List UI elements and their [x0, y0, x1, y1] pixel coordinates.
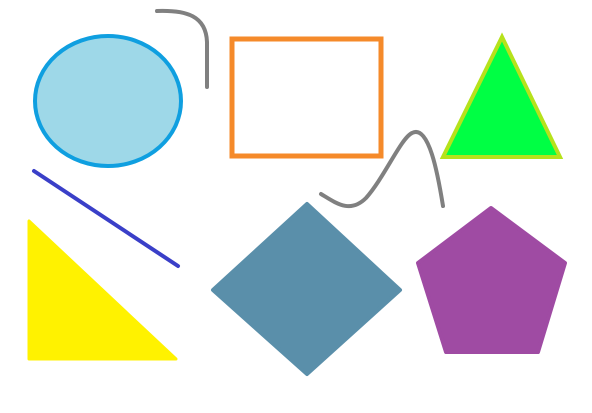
diamond-steel-blue	[211, 202, 402, 376]
line-blue	[32, 169, 180, 268]
triangle-green	[439, 32, 564, 159]
rectangle-outline-orange	[229, 36, 384, 159]
curve-gray-top	[155, 8, 209, 89]
curve-gray-wave	[319, 130, 445, 209]
pentagon-purple	[416, 206, 567, 354]
triangle-yellow	[27, 219, 178, 361]
ellipse-light-blue	[33, 34, 183, 168]
